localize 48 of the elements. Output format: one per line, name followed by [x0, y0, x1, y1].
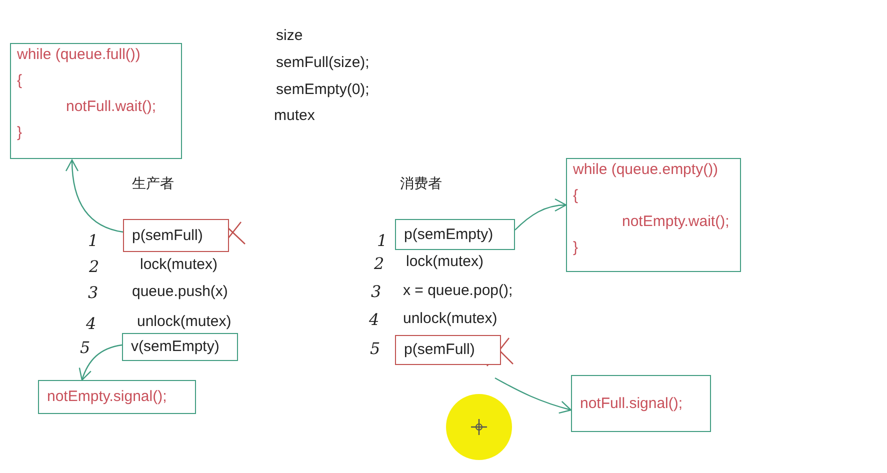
column-heading: 生产者	[132, 175, 174, 193]
statement-box	[123, 219, 229, 252]
code-line: notEmpty.wait();	[622, 213, 730, 230]
step-number: 4	[369, 310, 380, 329]
code-text: semEmpty(0);	[276, 81, 370, 98]
arrow	[66, 159, 124, 233]
code-text: semFull(size);	[276, 54, 370, 71]
step-number: 5	[370, 339, 380, 358]
arrow	[514, 198, 567, 230]
code-text: mutex	[274, 107, 315, 124]
statement-box	[122, 333, 238, 361]
statement-box	[571, 375, 711, 432]
statement-text: notEmpty.signal();	[47, 388, 167, 405]
code-box	[566, 158, 741, 272]
step-number: 4	[86, 314, 96, 333]
step-number: 2	[89, 257, 100, 276]
statement-box	[38, 380, 196, 414]
step-number: 1	[377, 231, 388, 250]
code-text: lock(mutex)	[406, 253, 484, 270]
code-line: while (queue.full())	[17, 46, 140, 63]
column-heading: 消费者	[400, 175, 442, 193]
statement-text: p(semEmpty)	[404, 226, 494, 242]
statement-box	[395, 335, 501, 365]
statement-text: p(semFull)	[404, 341, 475, 358]
arrow	[79, 344, 122, 381]
step-number: 1	[88, 231, 98, 250]
step-number: 3	[88, 283, 98, 302]
statement-text: p(semFull)	[132, 226, 203, 244]
step-number: 3	[371, 282, 382, 301]
step-number: 2	[374, 254, 384, 273]
code-text: unlock(mutex)	[403, 310, 498, 327]
statement-text: notFull.signal();	[580, 394, 683, 412]
code-line: while (queue.empty())	[573, 161, 718, 178]
code-line: {	[573, 187, 578, 204]
step-number: 5	[80, 338, 90, 357]
code-line: }	[17, 124, 22, 141]
code-line: notFull.wait();	[66, 98, 156, 115]
code-box	[10, 43, 182, 159]
code-text: unlock(mutex)	[137, 313, 232, 330]
code-text: x = queue.pop();	[403, 282, 513, 299]
code-text: lock(mutex)	[140, 256, 218, 273]
code-text: size	[276, 27, 303, 44]
arrow	[494, 377, 572, 414]
statement-text: v(semEmpty)	[131, 338, 220, 355]
code-text: queue.push(x)	[132, 283, 228, 300]
statement-box	[395, 219, 515, 250]
code-line: }	[573, 239, 578, 256]
code-line: {	[17, 72, 22, 89]
